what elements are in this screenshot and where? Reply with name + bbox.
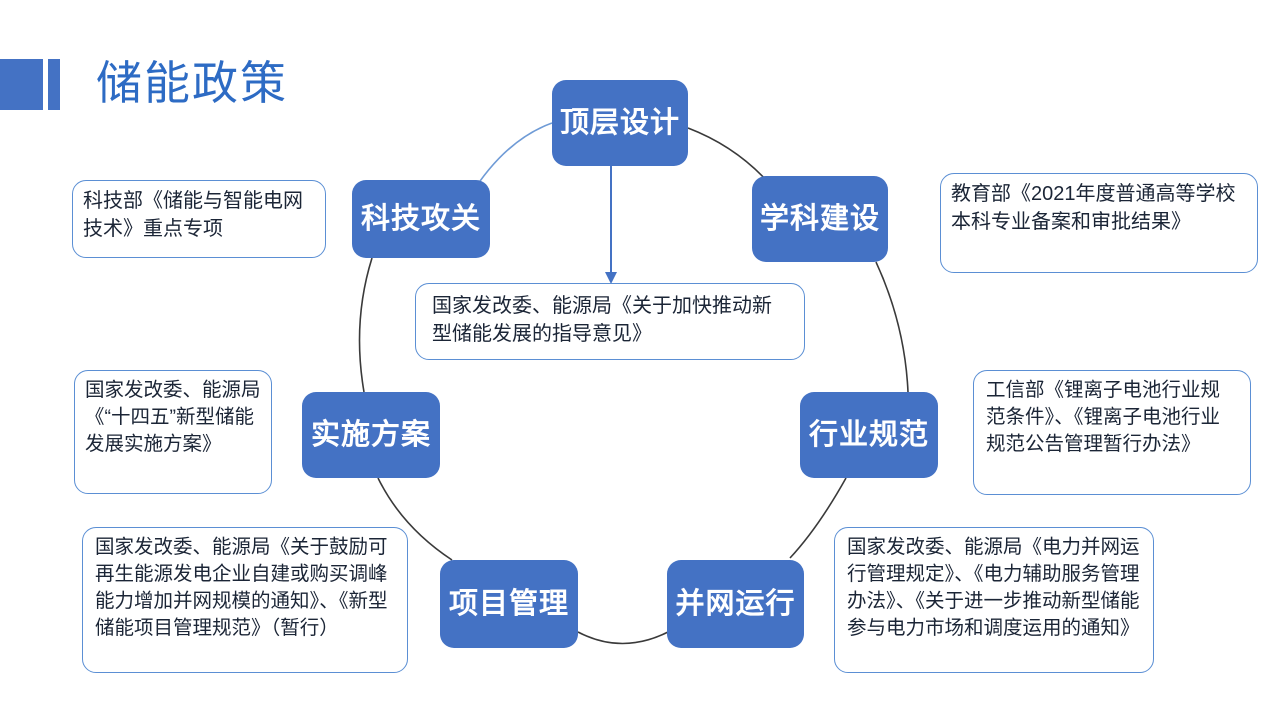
node-top-design-label: 顶层设计 — [560, 107, 681, 139]
node-impl-plan-label: 实施方案 — [310, 419, 431, 451]
callout-grid-operation: 国家发改委、能源局《电力并网运行管理规定》、《电力辅助服务管理办法》、《关于进一… — [834, 527, 1154, 673]
node-impl-plan[interactable]: 实施方案 — [302, 392, 440, 478]
callout-impl-plan: 国家发改委、能源局《“十四五”新型储能发展实施方案》 — [74, 370, 272, 494]
callout-top-design: 国家发改委、能源局《关于加快推动新型储能发展的指导意见》 — [415, 283, 805, 360]
node-grid-operation-label: 并网运行 — [675, 588, 796, 620]
callout-industry-standard-text: 工信部《锂离子电池行业规范条件》、《锂离子电池行业规范公告管理暂行办法》 — [986, 379, 1221, 455]
node-tech-research[interactable]: 科技攻关 — [352, 180, 490, 258]
node-industry-standard[interactable]: 行业规范 — [800, 392, 938, 478]
node-grid-operation[interactable]: 并网运行 — [667, 560, 804, 648]
node-discipline[interactable]: 学科建设 — [752, 176, 888, 262]
callout-top-design-text: 国家发改委、能源局《关于加快推动新型储能发展的指导意见》 — [432, 295, 772, 345]
edge-discipline-to-standard — [875, 261, 909, 393]
node-industry-standard-label: 行业规范 — [808, 419, 929, 451]
title-accent-bar-wide — [0, 59, 43, 110]
callout-grid-operation-text: 国家发改委、能源局《电力并网运行管理规定》、《电力辅助服务管理办法》、《关于进一… — [847, 536, 1140, 639]
page-title: 储能政策 — [96, 57, 288, 109]
node-discipline-label: 学科建设 — [760, 203, 881, 235]
callout-project-mgmt: 国家发改委、能源局《关于鼓励可再生能源发电企业自建或购买调峰能力增加并网规模的通… — [82, 527, 408, 673]
arrow-head-topdesign-to-center — [605, 272, 617, 284]
edge-project-to-impl — [377, 477, 453, 561]
title-accent-bar-narrow — [48, 59, 60, 110]
edge-standard-to-grid — [789, 477, 847, 559]
edge-impl-to-tech — [358, 257, 373, 393]
callout-industry-standard: 工信部《锂离子电池行业规范条件》、《锂离子电池行业规范公告管理暂行办法》 — [973, 370, 1251, 495]
callout-discipline-text: 教育部《2021年度普通高等学校本科专业备案和审批结果》 — [951, 183, 1236, 233]
node-tech-research-label: 科技攻关 — [360, 203, 481, 235]
node-project-mgmt[interactable]: 项目管理 — [440, 560, 578, 648]
callout-tech-research: 科技部《储能与智能电网技术》重点专项 — [72, 180, 326, 258]
callout-project-mgmt-text: 国家发改委、能源局《关于鼓励可再生能源发电企业自建或购买调峰能力增加并网规模的通… — [95, 536, 388, 639]
callout-tech-research-text: 科技部《储能与智能电网技术》重点专项 — [83, 190, 303, 240]
callout-impl-plan-text: 国家发改委、能源局《“十四五”新型储能发展实施方案》 — [85, 379, 261, 455]
node-project-mgmt-label: 项目管理 — [448, 588, 569, 620]
node-top-design[interactable]: 顶层设计 — [552, 80, 688, 166]
callout-discipline: 教育部《2021年度普通高等学校本科专业备案和审批结果》 — [940, 173, 1258, 273]
edge-grid-to-project — [577, 631, 669, 645]
edge-topdesign-to-discipline — [687, 127, 769, 183]
